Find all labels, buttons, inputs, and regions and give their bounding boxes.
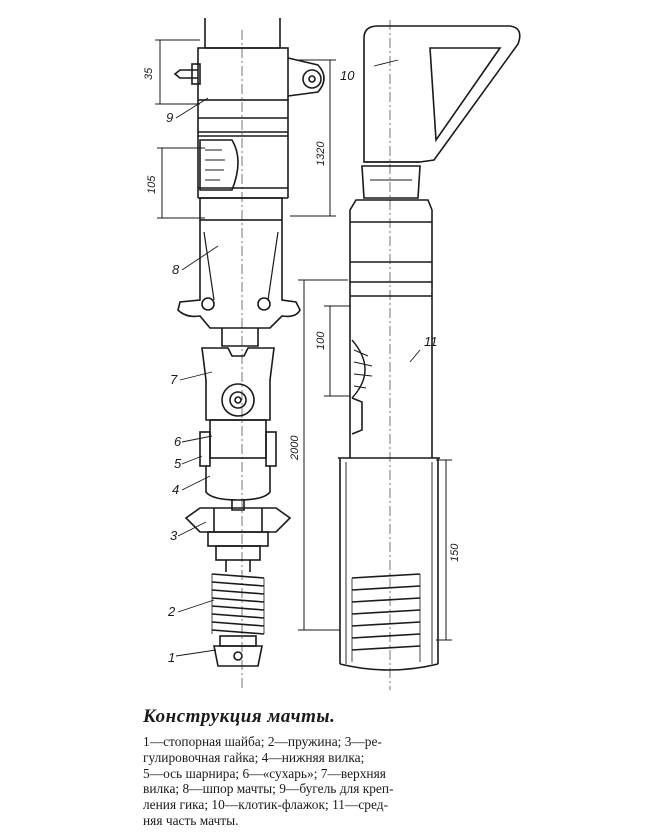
part-label-6: 6 [174,434,182,449]
lock-washer [213,635,263,667]
lower-mast-tube [338,457,440,671]
right-mast-assembly [298,20,521,690]
lower-fork [199,419,277,511]
adjusting-nut [184,507,292,561]
part-label-2: 2 [167,604,176,619]
part-label-9: 9 [166,110,173,125]
part-label-8: 8 [172,262,180,277]
part-label-5: 5 [174,456,182,471]
boom-clamp [173,47,325,101]
caption-line: гулировочная гайка; 4—нижняя вилка; [143,749,365,765]
left-mast-assembly [155,18,336,690]
spring [211,560,265,635]
middle-mast-section [349,199,433,458]
caption-legend: 1—стопорная шайба; 2—пружина; 3—ре- гули… [143,734,538,829]
part-label-1: 1 [168,650,175,665]
dimension-105: 105 [146,175,158,194]
caption-line: 5—ось шарнира; 6—«сухарь»; 7—верхняя [143,765,386,781]
part-label-4: 4 [172,482,179,497]
part-label-3: 3 [170,528,178,543]
caption-line: няя часть мачты. [143,812,239,828]
caption-line: 1—стопорная шайба; 2—пружина; 3—ре- [143,734,382,749]
caption-title: Конструкция мачты. [143,706,336,727]
dimension-2000: 2000 [289,435,301,461]
upper-fork [201,328,275,421]
dimension-35: 35 [143,67,155,80]
masthead-flag [361,25,521,199]
dimension-150: 150 [449,543,461,562]
dimension-1320: 1320 [315,141,327,166]
mast-cutaway [199,139,239,191]
caption-line: ления гика; 10—клотик-флажок; 11—сред- [143,797,389,813]
part-label-7: 7 [170,372,178,387]
mast-heel [177,197,301,329]
part-label-11: 11 [424,334,438,349]
part-label-10: 10 [340,68,355,83]
caption-line: вилка; 8—шпор мачты; 9—бугель для креп- [143,781,394,797]
mast-construction-drawing: 1 2 3 4 5 6 7 8 9 10 11 35 105 1320 100 … [143,18,521,690]
dimension-100: 100 [315,331,327,350]
